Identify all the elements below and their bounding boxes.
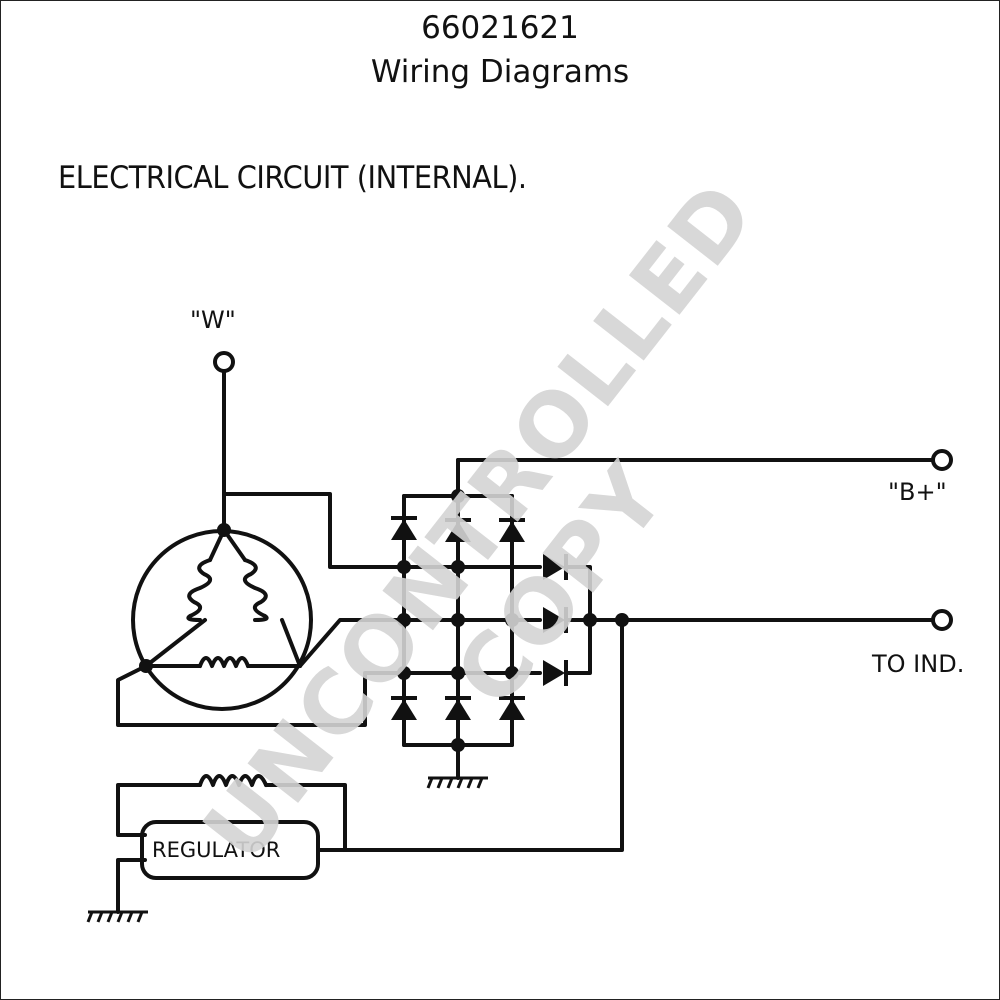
phase-b-wire bbox=[298, 618, 406, 668]
coil-right bbox=[243, 558, 269, 622]
bplus-terminal bbox=[931, 449, 953, 471]
ground-symbols bbox=[86, 776, 488, 923]
winding-right bbox=[222, 528, 302, 668]
ind-terminal bbox=[931, 609, 953, 631]
circuit-heading: ELECTRICAL CIRCUIT (INTERNAL). bbox=[58, 160, 527, 196]
field-loop bbox=[116, 783, 347, 852]
bplus-terminal-label: "B+" bbox=[888, 478, 947, 506]
ind-to-regulator bbox=[316, 618, 624, 852]
phase-c-wire bbox=[116, 664, 406, 727]
stator-circle bbox=[131, 529, 313, 711]
w-terminal-label: "W" bbox=[190, 306, 236, 334]
document-number: 66021621 bbox=[421, 10, 579, 46]
winding-left bbox=[144, 528, 226, 668]
phase-a-wire bbox=[222, 492, 406, 569]
coil-left bbox=[186, 558, 212, 622]
regulator-ground-wire bbox=[116, 858, 147, 914]
document-title: Wiring Diagrams bbox=[370, 54, 630, 90]
regulator-box bbox=[140, 820, 320, 880]
regulator-label: REGULATOR bbox=[152, 838, 281, 862]
ind-terminal-label: TO IND. bbox=[872, 650, 965, 678]
w-terminal bbox=[213, 351, 235, 373]
field-coil bbox=[198, 774, 268, 787]
junction-dots bbox=[139, 489, 629, 752]
coil-bottom bbox=[198, 656, 250, 668]
